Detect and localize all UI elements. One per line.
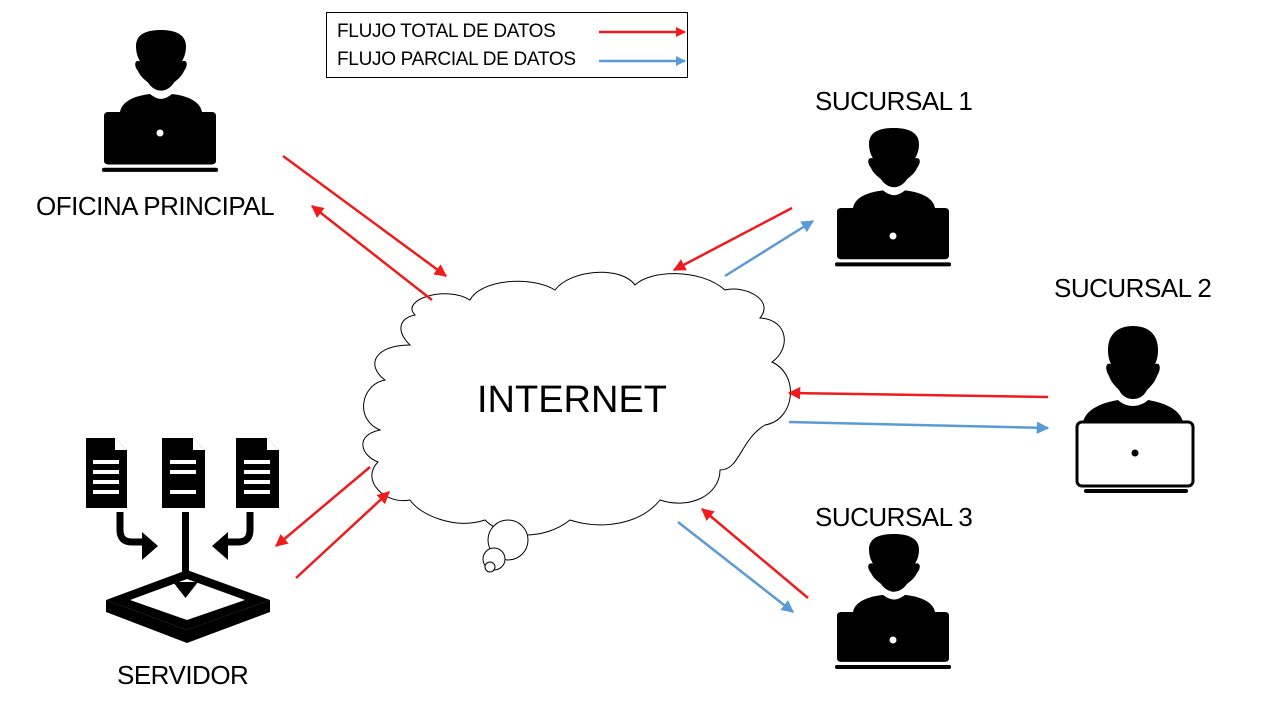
arrow-internet-to-main [311,205,433,301]
arrow-internet-to-branch1 [724,219,815,278]
legend-total-label: FLUJO TOTAL DE DATOS [337,21,556,42]
arrow-internet-to-server [275,466,371,547]
legend-partial-label: FLUJO PARCIAL DE DATOS [337,49,576,70]
arrow-branch2-to-internet [787,386,1049,400]
user-laptop-icon-main-office [102,30,218,172]
flow-arrows [275,154,1050,613]
user-laptop-icon-branch2 [1075,326,1195,493]
internet-cloud [362,271,791,573]
arrow-branch3-to-internet [701,508,809,599]
label-internet: INTERNET [477,379,667,421]
legend-box: FLUJO TOTAL DE DATOS FLUJO PARCIAL DE DA… [326,12,688,78]
cloud-shape [362,271,791,536]
label-branch1: SUCURSAL 1 [815,86,973,116]
cloud-bubble-small [484,561,496,573]
arrow-branch1-to-internet [672,206,793,272]
label-branch3: SUCURSAL 3 [815,502,973,532]
legend-swatches [599,27,686,66]
user-laptop-icon-branch3 [835,534,951,669]
arrow-internet-to-branch3 [677,521,794,613]
arrow-server-to-internet [295,491,390,579]
label-branch2: SUCURSAL 2 [1054,273,1212,303]
user-laptop-icon-branch1 [835,128,951,267]
label-main-office: OFICINA PRINCIPAL [36,191,275,221]
label-server: SERVIDOR [117,660,249,690]
arrow-internet-to-branch2 [788,420,1050,434]
document-upload-server-icon [86,438,279,643]
arrow-main-to-internet [282,154,448,278]
